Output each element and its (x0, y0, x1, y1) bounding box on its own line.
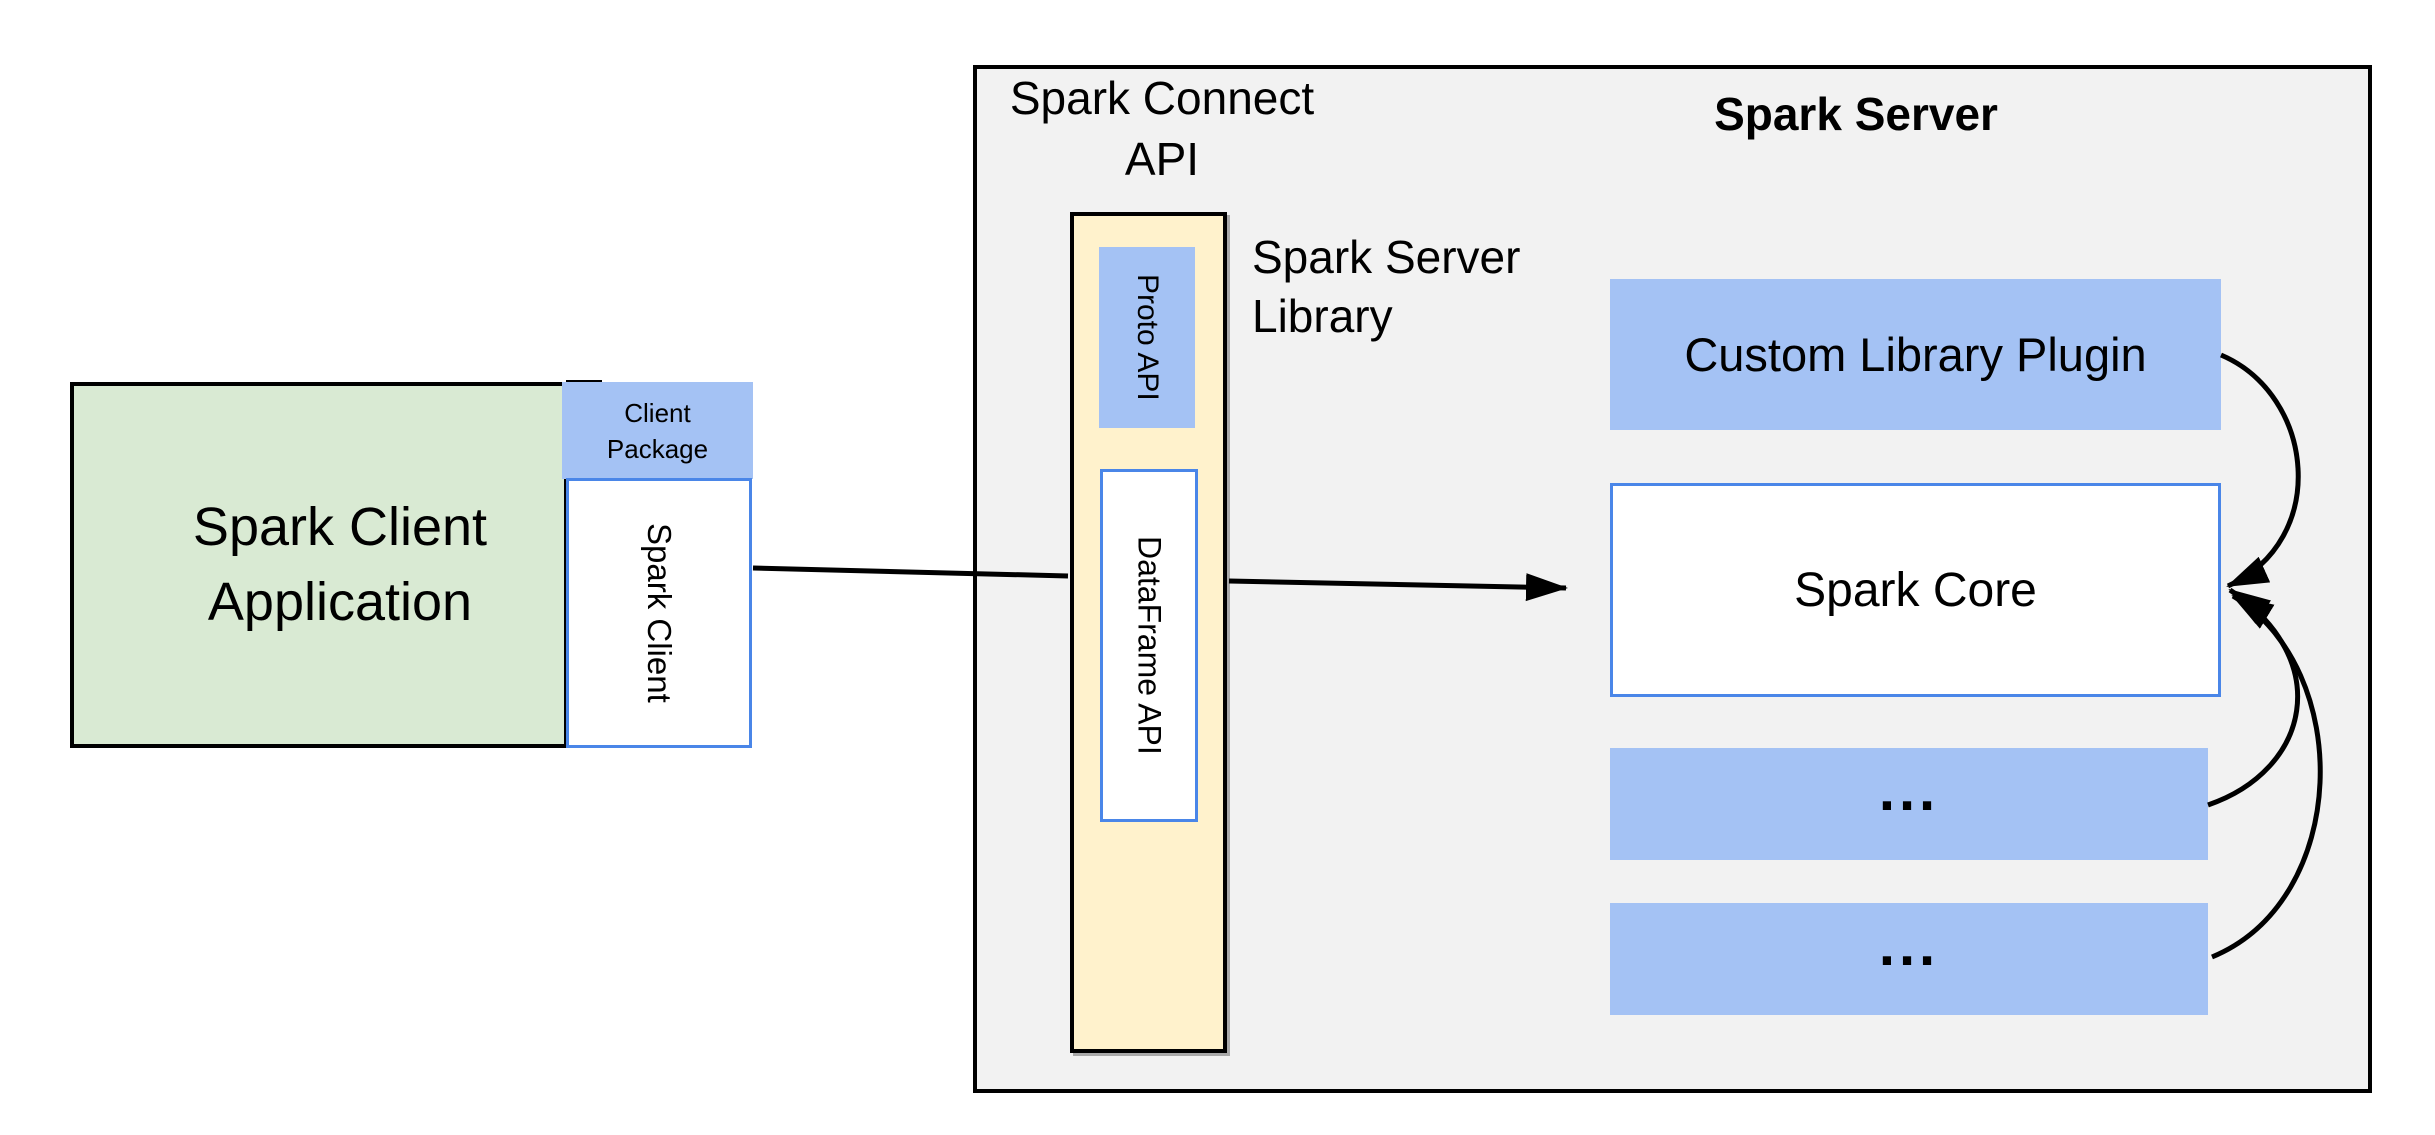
spark-client-application-label: Spark Client Application (192, 497, 488, 632)
dataframe-api-label: DataFrame API (1131, 536, 1168, 755)
client-package-box: Client Package (562, 382, 753, 479)
plugin-slot-box-1: ... (1610, 748, 2208, 860)
plugin-slot-1-label: ... (1878, 757, 1940, 823)
proto-api-box: Proto API (1099, 247, 1195, 428)
dataframe-api-box: DataFrame API (1100, 469, 1198, 822)
custom-library-plugin-box: Custom Library Plugin (1610, 279, 2221, 430)
spark-client-application-box (70, 382, 568, 748)
spark-connect-api-label: Spark Connect API (1009, 72, 1315, 185)
proto-api-label: Proto API (1131, 274, 1164, 401)
client-package-label: Client Package (606, 397, 709, 464)
spark-core-box: Spark Core (1610, 483, 2221, 697)
custom-library-plugin-label: Custom Library Plugin (1684, 328, 2147, 381)
spark-core-label: Spark Core (1794, 563, 2037, 617)
spark-server-library-label: Spark Server Library (1252, 231, 1521, 342)
plugin-slot-box-2: ... (1610, 903, 2208, 1015)
spark-client-label: Spark Client (641, 523, 678, 703)
spark-client-box: Spark Client (566, 478, 752, 748)
spark-server-title: Spark Server (1714, 88, 1998, 140)
plugin-slot-2-label: ... (1878, 912, 1940, 978)
